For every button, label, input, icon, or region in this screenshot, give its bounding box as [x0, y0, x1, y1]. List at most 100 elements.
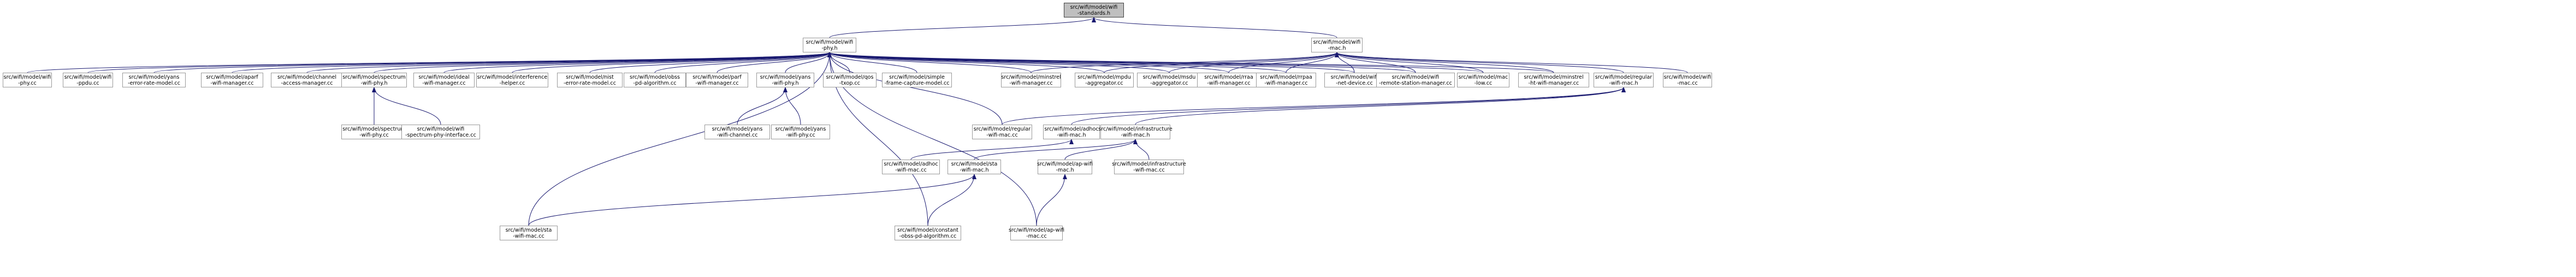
file-node-label: src/wifi/model/sta -wifi-mac.cc	[505, 227, 552, 239]
include-edge-yans-wifi-channel-to-yans-wifi-phy-h	[737, 87, 787, 125]
file-node-label: src/wifi/model/rrpaa -wifi-manager.cc	[1260, 74, 1312, 86]
file-node-adhoc-mac-h[interactable]: src/wifi/model/adhoc -wifi-mac.h	[1043, 125, 1100, 139]
file-node-constant-obss[interactable]: src/wifi/model/constant -obss-pd-algorit…	[895, 226, 961, 240]
include-edge-mpdu-agg-to-wifi-phy-h	[827, 52, 1105, 73]
file-node-aparf[interactable]: src/wifi/model/aparf -wifi-manager.cc	[201, 73, 263, 87]
file-node-minstrel[interactable]: src/wifi/model/minstrel -wifi-manager.cc	[1001, 73, 1061, 87]
file-node-sta-mac-h[interactable]: src/wifi/model/sta -wifi-mac.h	[948, 160, 1001, 174]
include-edge-rrpaa-to-wifi-phy-h	[827, 52, 1287, 73]
file-node-label: src/wifi/model/wifi -mac.cc	[1663, 74, 1712, 86]
file-node-label: src/wifi/model/spectrum -wifi-phy.cc	[342, 126, 406, 138]
file-node-label: src/wifi/model/minstrel -ht-wifi-manager…	[1524, 74, 1584, 86]
file-node-label: src/wifi/model/wifi -ppdu.cc	[64, 74, 112, 86]
file-node-label: src/wifi/model/wifi -phy.cc	[3, 74, 51, 86]
file-node-label: src/wifi/model/parf -wifi-manager.cc	[692, 74, 742, 86]
file-node-label: src/wifi/model/yans -wifi-phy.h	[760, 74, 811, 86]
file-node-yans-wifi-phy-h[interactable]: src/wifi/model/yans -wifi-phy.h	[756, 73, 814, 87]
file-node-wifi-phy-h[interactable]: src/wifi/model/wifi -phy.h	[803, 38, 856, 52]
file-node-sta-mac-cc[interactable]: src/wifi/model/sta -wifi-mac.cc	[500, 226, 558, 240]
file-node-label: src/wifi/model/ap-wifi -mac.h	[1037, 161, 1093, 173]
file-node-label: src/wifi/model/qos -txop.cc	[826, 74, 874, 86]
file-node-label: src/wifi/model/ideal -wifi-manager.cc	[418, 74, 470, 86]
file-node-label: src/wifi/model/yans -error-rate-model.cc	[128, 74, 180, 86]
file-node-parf[interactable]: src/wifi/model/parf -wifi-manager.cc	[686, 73, 748, 87]
file-node-minstrel-ht[interactable]: src/wifi/model/minstrel -ht-wifi-manager…	[1518, 73, 1589, 87]
file-node-simple-frame[interactable]: src/wifi/model/simple -frame-capture-mod…	[882, 73, 952, 87]
file-node-ap-mac-h[interactable]: src/wifi/model/ap-wifi -mac.h	[1037, 160, 1093, 174]
include-edge-obss-to-wifi-phy-h	[654, 52, 832, 73]
file-node-spectrum-phy-iface[interactable]: src/wifi/model/wifi -spectrum-phy-interf…	[401, 125, 480, 139]
file-node-mpdu-agg[interactable]: src/wifi/model/mpdu -aggregator.cc	[1075, 73, 1134, 87]
file-node-label: src/wifi/model/mpdu -aggregator.cc	[1077, 74, 1131, 86]
file-node-wifi-mac-cc[interactable]: src/wifi/model/wifi -mac.cc	[1663, 73, 1712, 87]
include-edge-adhoc-mac-cc-to-adhoc-mac-h	[910, 139, 1074, 160]
include-edge-spectrum-wifi-phy-h-to-wifi-phy-h	[374, 52, 832, 73]
file-node-wifi-ppdu-cc[interactable]: src/wifi/model/wifi -ppdu.cc	[63, 73, 113, 87]
file-node-label: src/wifi/model/regular -wifi-mac.cc	[973, 126, 1031, 138]
file-node-label: src/wifi/model/rraa -wifi-manager.cc	[1204, 74, 1253, 86]
include-edge-parf-to-wifi-phy-h	[716, 52, 832, 73]
file-node-label: src/wifi/model/ap-wifi -mac.cc	[1008, 227, 1065, 239]
include-edge-rraa-to-wifi-phy-h	[827, 52, 1229, 73]
include-edge-yans-wifi-phy-cc-to-yans-wifi-phy-h	[783, 87, 801, 125]
file-node-label: src/wifi/model/nist -error-rate-model.cc	[564, 74, 616, 86]
file-node-label: src/wifi/model/adhoc -wifi-mac.h	[1044, 126, 1099, 138]
include-edge-minstrel-to-wifi-mac-h	[1031, 52, 1339, 73]
include-edge-minstrel-ht-to-wifi-mac-h	[1335, 52, 1554, 73]
file-node-mac-low[interactable]: src/wifi/model/mac -low.cc	[1457, 73, 1509, 87]
file-node-obss[interactable]: src/wifi/model/obss -pd-algorithm.cc	[624, 73, 686, 87]
file-node-wifi-mac-h[interactable]: src/wifi/model/wifi -mac.h	[1311, 38, 1363, 52]
file-node-label: src/wifi/model/yans -wifi-channel.cc	[712, 126, 763, 138]
include-edge-mac-low-to-wifi-mac-h	[1335, 52, 1484, 73]
file-node-label: src/wifi/model/constant -obss-pd-algorit…	[897, 227, 958, 239]
file-node-label: src/wifi/model/wifi -mac.h	[1313, 39, 1361, 51]
include-edge-rraa-to-wifi-mac-h	[1228, 52, 1339, 73]
file-node-yans-wifi-channel[interactable]: src/wifi/model/yans -wifi-channel.cc	[704, 125, 770, 139]
file-node-label: src/wifi/model/sta -wifi-mac.h	[951, 161, 998, 173]
include-edge-msdu-agg-to-wifi-phy-h	[827, 52, 1170, 73]
file-node-label: src/wifi/model/adhoc -wifi-mac.cc	[884, 161, 938, 173]
file-node-regular-mac-h[interactable]: src/wifi/model/regular -wifi-mac.h	[1594, 73, 1654, 87]
include-edge-msdu-agg-to-wifi-mac-h	[1169, 52, 1339, 73]
file-node-label: src/wifi/model/mac -low.cc	[1458, 74, 1508, 86]
include-edge-sta-mac-cc-to-sta-mac-h	[528, 174, 976, 226]
file-node-wifi-net-device[interactable]: src/wifi/model/wifi -net-device.cc	[1324, 73, 1384, 87]
file-node-qos-txop[interactable]: src/wifi/model/qos -txop.cc	[823, 73, 877, 87]
include-edge-wifi-remote-to-wifi-mac-h	[1335, 52, 1416, 73]
file-node-ap-mac-cc[interactable]: src/wifi/model/ap-wifi -mac.cc	[1008, 226, 1065, 240]
file-node-label: src/wifi/model/wifi -remote-station-mana…	[1379, 74, 1452, 86]
file-node-rraa[interactable]: src/wifi/model/rraa -wifi-manager.cc	[1197, 73, 1260, 87]
file-node-wifi-standards: src/wifi/model/wifi -standards.h	[1064, 3, 1124, 17]
file-node-nist[interactable]: src/wifi/model/nist -error-rate-model.cc	[557, 73, 623, 87]
file-node-spectrum-wifi-phy-cc[interactable]: src/wifi/model/spectrum -wifi-phy.cc	[341, 125, 407, 139]
file-node-label: src/wifi/model/infrastructure -wifi-mac.…	[1112, 161, 1186, 173]
file-node-spectrum-wifi-phy-h[interactable]: src/wifi/model/spectrum -wifi-phy.h	[341, 73, 407, 87]
file-node-interference[interactable]: src/wifi/model/interference -helper.cc	[476, 73, 548, 87]
include-edge-minstrel-to-wifi-phy-h	[827, 52, 1032, 73]
file-node-adhoc-mac-cc[interactable]: src/wifi/model/adhoc -wifi-mac.cc	[882, 160, 940, 174]
file-node-label: src/wifi/model/wifi -standards.h	[1070, 4, 1118, 16]
file-node-infra-mac-cc[interactable]: src/wifi/model/infrastructure -wifi-mac.…	[1112, 160, 1186, 174]
file-node-msdu-agg[interactable]: src/wifi/model/msdu -aggregator.cc	[1137, 73, 1201, 87]
include-edge-infra-mac-cc-to-infra-mac-h	[1133, 139, 1150, 160]
file-node-yans-error-rate[interactable]: src/wifi/model/yans -error-rate-model.cc	[122, 73, 186, 87]
file-node-wifi-phy-cc[interactable]: src/wifi/model/wifi -phy.cc	[3, 73, 52, 87]
file-node-label: src/wifi/model/infrastructure -wifi-mac.…	[1098, 126, 1172, 138]
include-edge-ap-mac-cc-to-ap-mac-h	[1036, 174, 1067, 226]
include-edge-constant-obss-to-sta-mac-h	[927, 174, 976, 226]
file-node-ideal[interactable]: src/wifi/model/ideal -wifi-manager.cc	[413, 73, 475, 87]
file-node-rrpaa[interactable]: src/wifi/model/rrpaa -wifi-manager.cc	[1256, 73, 1316, 87]
file-node-label: src/wifi/model/aparf -wifi-manager.cc	[206, 74, 258, 86]
file-node-infra-mac-h[interactable]: src/wifi/model/infrastructure -wifi-mac.…	[1098, 125, 1172, 139]
edge-layer	[27, 17, 1688, 226]
file-node-channel-access[interactable]: src/wifi/model/channel -access-manager.c…	[271, 73, 343, 87]
file-node-label: src/wifi/model/wifi -spectrum-phy-interf…	[405, 126, 476, 138]
file-node-regular-mac-cc[interactable]: src/wifi/model/regular -wifi-mac.cc	[972, 125, 1032, 139]
file-node-yans-wifi-phy-cc[interactable]: src/wifi/model/yans -wifi-phy.cc	[771, 125, 830, 139]
file-node-wifi-remote[interactable]: src/wifi/model/wifi -remote-station-mana…	[1376, 73, 1455, 87]
file-node-label: src/wifi/model/regular -wifi-mac.h	[1595, 74, 1653, 86]
include-edge-interference-to-wifi-phy-h	[512, 52, 832, 73]
file-node-label: src/wifi/model/interference -helper.cc	[477, 74, 548, 86]
